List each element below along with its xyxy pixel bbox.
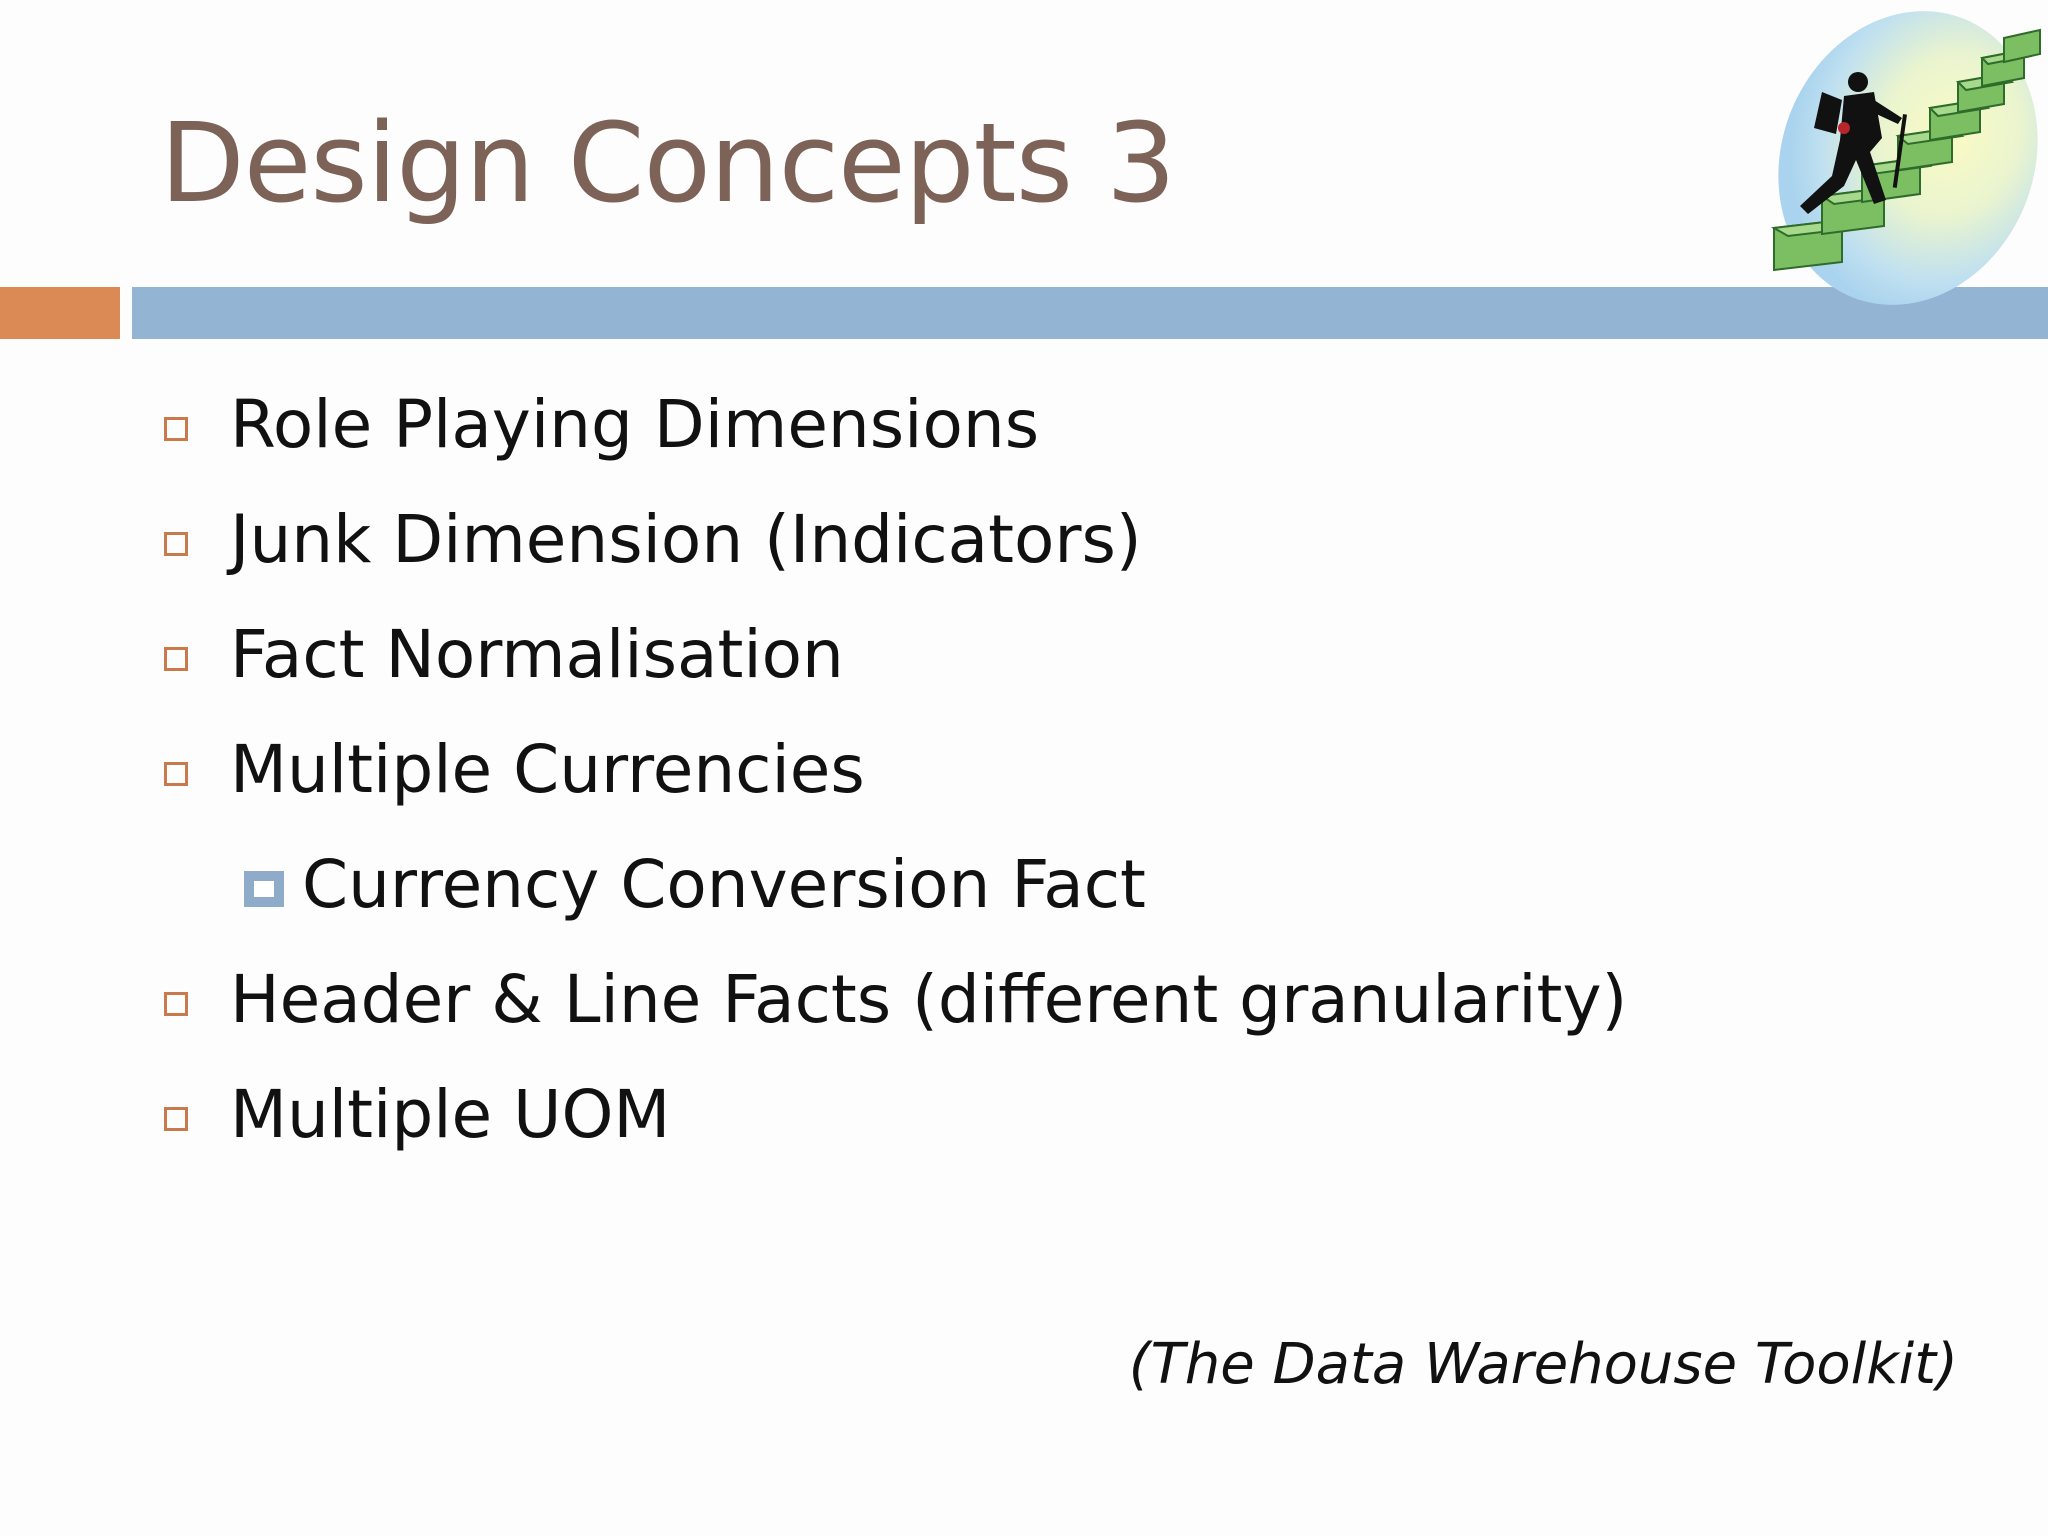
bullet-square-icon xyxy=(164,647,188,671)
bullet-text: Role Playing Dimensions xyxy=(230,386,1040,463)
bullet-square-icon xyxy=(164,762,188,786)
bullet-square-icon xyxy=(164,1107,188,1131)
list-item: Role Playing Dimensions xyxy=(160,370,2010,485)
bullet-text: Fact Normalisation xyxy=(230,616,844,693)
bullet-square-icon xyxy=(164,417,188,441)
list-item: Fact Normalisation xyxy=(160,600,2010,715)
list-item: Multiple UOM xyxy=(160,1060,2010,1175)
slide-title: Design Concepts 3 xyxy=(160,99,1176,227)
bullet-text: Junk Dimension (Indicators) xyxy=(230,501,1142,578)
stairs-climber-icon xyxy=(1752,0,2048,320)
bullet-text: Header & Line Facts (different granulari… xyxy=(230,961,1628,1038)
sub-list-item: Currency Conversion Fact xyxy=(160,830,2010,945)
accent-bar-blue xyxy=(132,287,2048,339)
bullet-square-icon xyxy=(164,992,188,1016)
list-item: Junk Dimension (Indicators) xyxy=(160,485,2010,600)
accent-block-orange xyxy=(0,287,120,339)
citation: (The Data Warehouse Toolkit) xyxy=(1128,1332,1958,1397)
sub-bullet-square-icon xyxy=(244,871,284,907)
list-item: Multiple Currencies xyxy=(160,715,2010,830)
sub-bullet-text: Currency Conversion Fact xyxy=(302,846,1146,923)
bullet-text: Multiple UOM xyxy=(230,1076,671,1153)
bullet-square-icon xyxy=(164,532,188,556)
bullet-text: Multiple Currencies xyxy=(230,731,865,808)
bullet-list: Role Playing Dimensions Junk Dimension (… xyxy=(160,370,2010,1175)
list-item: Header & Line Facts (different granulari… xyxy=(160,945,2010,1060)
